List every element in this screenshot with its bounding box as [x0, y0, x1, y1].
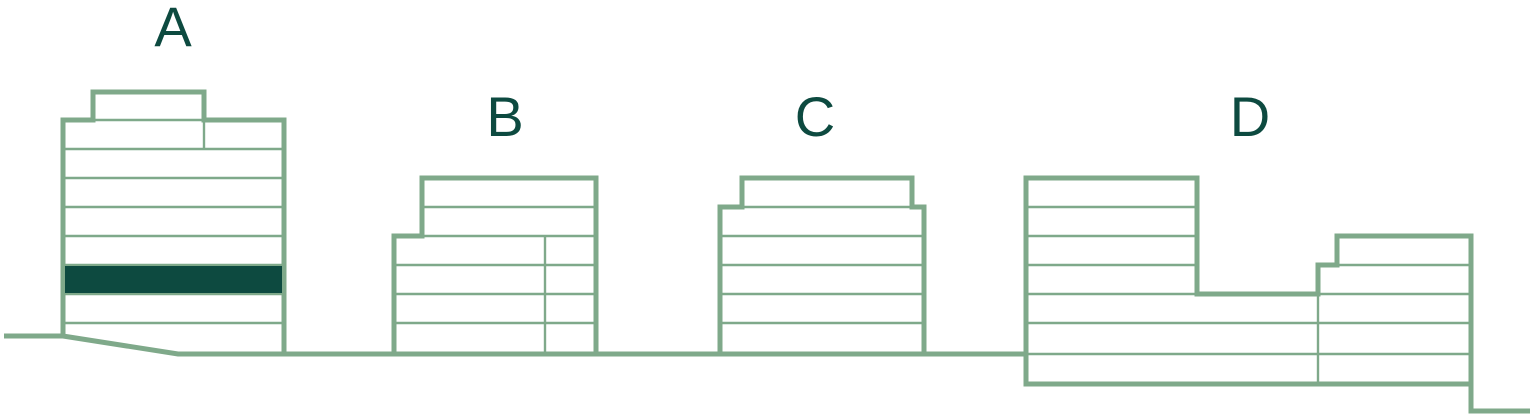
building-c-label: C: [795, 85, 835, 148]
ground-line: [4, 333, 1530, 414]
building-d-label: D: [1230, 85, 1270, 148]
building-a-label: A: [154, 0, 192, 58]
building-a-highlighted-floor: [65, 266, 282, 293]
building-d-outline: [1023, 175, 1474, 384]
building-b-floor-lines: [394, 205, 596, 354]
building-a: A: [60, 0, 287, 354]
building-c-floor-lines: [720, 205, 924, 325]
building-c: C: [717, 85, 927, 354]
building-b-label: B: [486, 85, 523, 148]
building-a-floor-lines: [63, 118, 284, 325]
building-c-outline: [717, 175, 927, 354]
building-a-outline: [60, 89, 287, 354]
building-d: D: [1023, 85, 1474, 384]
building-b: B: [391, 85, 599, 354]
building-d-floor-lines: [1026, 205, 1471, 384]
